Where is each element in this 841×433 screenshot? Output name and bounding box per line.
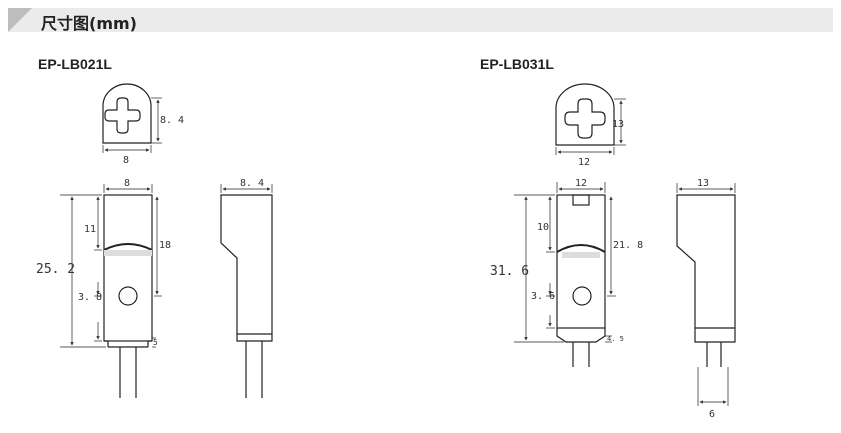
- dim-tab: 5: [153, 338, 158, 347]
- section-title: 尺寸图(mm): [41, 14, 137, 33]
- lb021l-screw-top-view: [102, 83, 162, 153]
- lb021l-front-view: [60, 184, 162, 398]
- lb031l-dimension-labels: 13 12 12 13 31. 6 10 21. 8 3. 6 4. 5 6: [490, 119, 715, 420]
- dim-side-width: 13: [697, 178, 709, 189]
- dim-window-height: 18: [159, 240, 171, 251]
- dim-side-width: 8. 4: [240, 178, 264, 189]
- dim-upper-height: 11: [84, 224, 96, 235]
- model-title-ep-lb031l: EP-LB031L: [480, 56, 554, 72]
- header-accent-mark: [8, 8, 32, 32]
- lb021l-side-view: [220, 184, 273, 398]
- dim-tab: 4. 5: [607, 335, 624, 343]
- ep-lb021l-drawing: [60, 83, 273, 398]
- dim-screw-height: 8. 4: [160, 115, 184, 126]
- lb031l-side-view: [676, 183, 736, 406]
- section-header: 尺寸图(mm): [8, 8, 833, 33]
- lb031l-front-view: [514, 182, 616, 367]
- lb021l-dimension-labels: 8. 4 8 8 8. 4 25. 2 11 18 3. 8 5: [36, 115, 264, 347]
- dim-total-height: 25. 2: [36, 262, 75, 277]
- dim-hole-offset: 3. 6: [531, 291, 555, 302]
- dim-hole-offset: 3. 8: [78, 292, 102, 303]
- dim-front-width: 12: [575, 178, 587, 189]
- dim-front-width: 8: [124, 178, 130, 189]
- ep-lb031l-drawing: [514, 83, 736, 406]
- dim-window-height: 21. 8: [613, 240, 643, 251]
- dim-screw-width: 12: [578, 157, 590, 168]
- dim-screw-width: 8: [123, 155, 129, 166]
- lb031l-screw-top-view: [555, 83, 626, 155]
- dim-upper-height: 10: [537, 222, 549, 233]
- dim-screw-height: 13: [612, 119, 624, 130]
- model-title-ep-lb021l: EP-LB021L: [38, 56, 112, 72]
- dim-cable-width: 6: [709, 409, 715, 420]
- dim-total-height: 31. 6: [490, 264, 529, 279]
